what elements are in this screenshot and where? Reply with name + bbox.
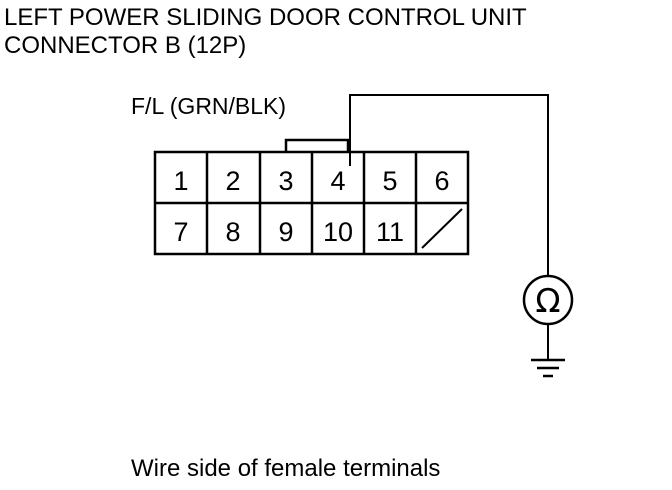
pin-4: 4 xyxy=(330,166,345,196)
pin-10: 10 xyxy=(323,217,353,247)
pin-1: 1 xyxy=(173,166,188,196)
pin-11: 11 xyxy=(376,217,404,247)
caption: Wire side of female terminals xyxy=(131,455,441,482)
connector-lock-tab xyxy=(284,138,350,152)
ohmmeter-icon: Ω xyxy=(522,274,574,326)
pin-3: 3 xyxy=(278,166,293,196)
probe-wire xyxy=(349,94,549,277)
pin-7: 7 xyxy=(173,217,188,247)
empty-cavity-slash xyxy=(421,208,463,249)
pin-9: 9 xyxy=(278,217,293,247)
title-line-1: LEFT POWER SLIDING DOOR CONTROL UNIT xyxy=(4,4,527,31)
wire-label: F/L (GRN/BLK) xyxy=(131,93,287,119)
pin-5: 5 xyxy=(382,166,397,196)
pin-6: 6 xyxy=(434,166,449,196)
connector-column-dividers xyxy=(205,152,418,254)
pin-8: 8 xyxy=(225,217,240,247)
ground-icon xyxy=(531,358,565,378)
ohm-symbol: Ω xyxy=(535,281,560,320)
pin-2: 2 xyxy=(225,166,240,196)
title-line-2: CONNECTOR B (12P) xyxy=(4,32,247,59)
